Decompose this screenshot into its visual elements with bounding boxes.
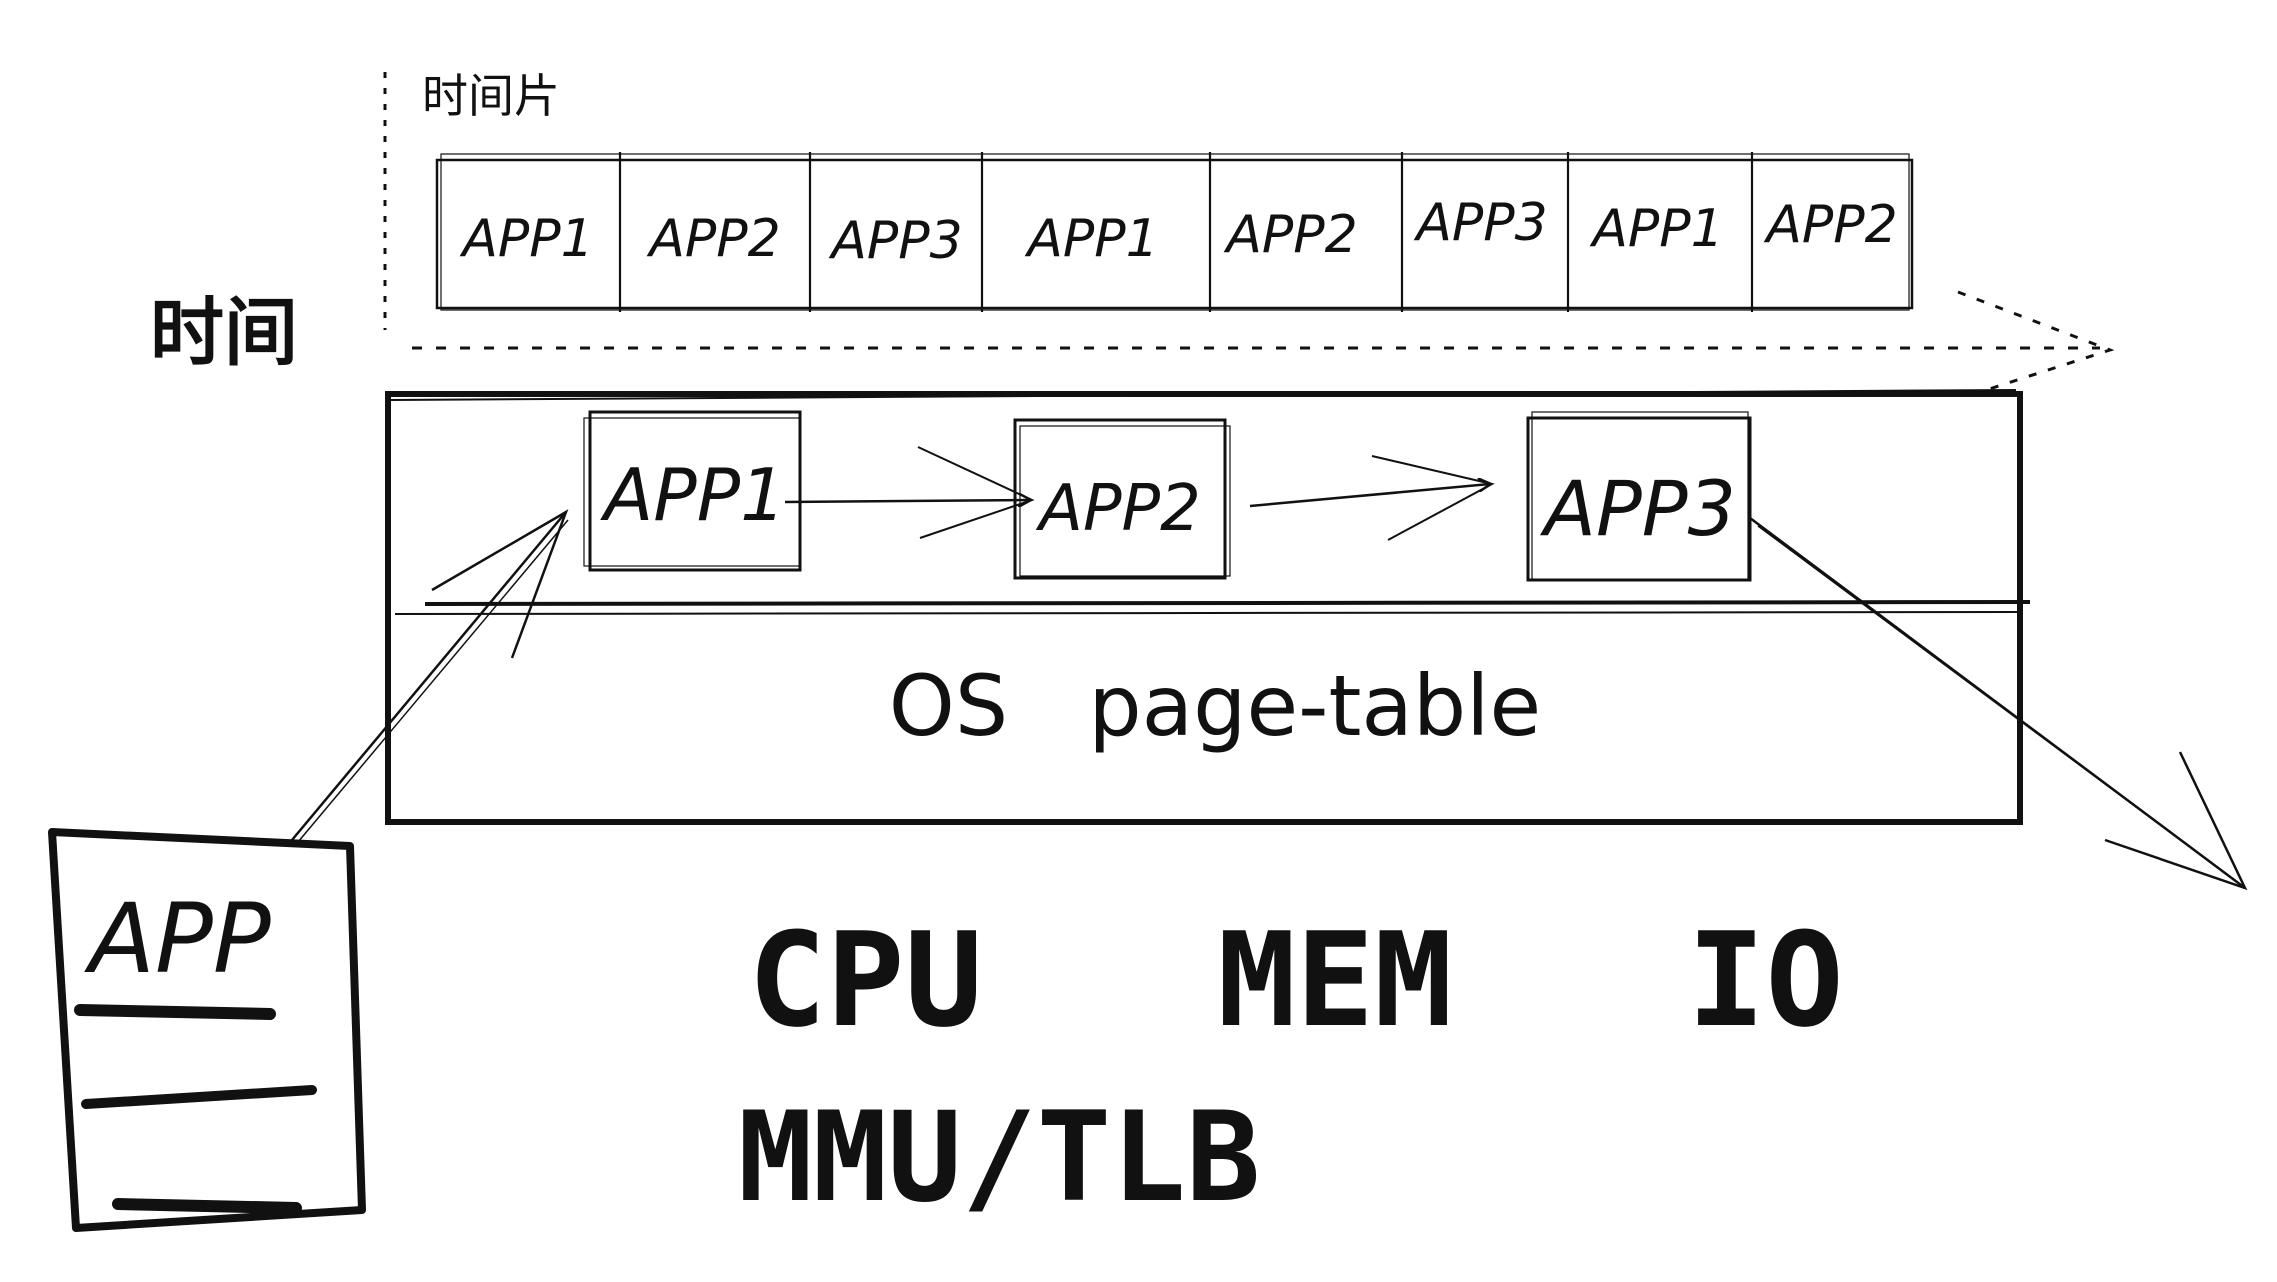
- time-slice-strip: APP1 APP2 APP3 APP1 APP2 APP3 APP1 APP2: [435, 152, 1914, 312]
- arrow-app-to-app1: [291, 511, 567, 841]
- time-slot-label: APP2: [1223, 205, 1357, 265]
- time-axis-arrowhead: [1957, 290, 2115, 394]
- os-app-label: APP1: [600, 453, 786, 537]
- time-slot-label: APP3: [1413, 193, 1547, 253]
- time-slot: APP2: [1223, 152, 1404, 312]
- time-slice-label: 时间片: [422, 69, 560, 123]
- app-document-line: [81, 1085, 317, 1109]
- time-slot-label: APP1: [1589, 199, 1723, 259]
- time-slot: APP2: [1763, 195, 1897, 255]
- os-page-table-label: OS page-table: [889, 657, 1541, 755]
- arrow-app2-app3: [1249, 484, 1490, 508]
- os-app-label: APP2: [1035, 472, 1201, 546]
- app-document: APP: [48, 828, 366, 1232]
- os-app-label: APP3: [1539, 464, 1736, 553]
- hardware-line-2: MMU/TLB: [738, 1086, 1261, 1230]
- hardware-line-1: CPU MEM IO: [748, 904, 1844, 1056]
- time-slot-label: APP1: [459, 209, 593, 269]
- time-slot: APP1: [1024, 152, 1212, 312]
- time-slot-label: APP3: [828, 211, 962, 271]
- os-app-box: APP2: [1013, 418, 1231, 580]
- os-app-box: APP3: [1526, 411, 1752, 582]
- time-slot: APP3: [828, 152, 984, 312]
- app-document-line: [74, 1004, 276, 1020]
- time-slot: APP3: [1413, 152, 1570, 312]
- os-divider: [424, 600, 2031, 606]
- time-slot-label: APP2: [1763, 195, 1897, 255]
- time-slot: APP2: [646, 152, 812, 312]
- os-app-box: APP1: [583, 410, 802, 572]
- time-slot: APP1: [459, 152, 622, 312]
- arrow-app1-app2: [784, 500, 1030, 502]
- time-slot: APP1: [1589, 152, 1754, 312]
- app-document-title: APP: [83, 883, 271, 995]
- time-axis-label: 时间: [150, 290, 298, 376]
- os-box: APP1 APP2 APP3 OS page-table: [385, 389, 2031, 825]
- time-slot-label: APP1: [1024, 209, 1158, 269]
- app-document-line: [112, 1198, 302, 1214]
- time-slot-label: APP2: [646, 209, 780, 269]
